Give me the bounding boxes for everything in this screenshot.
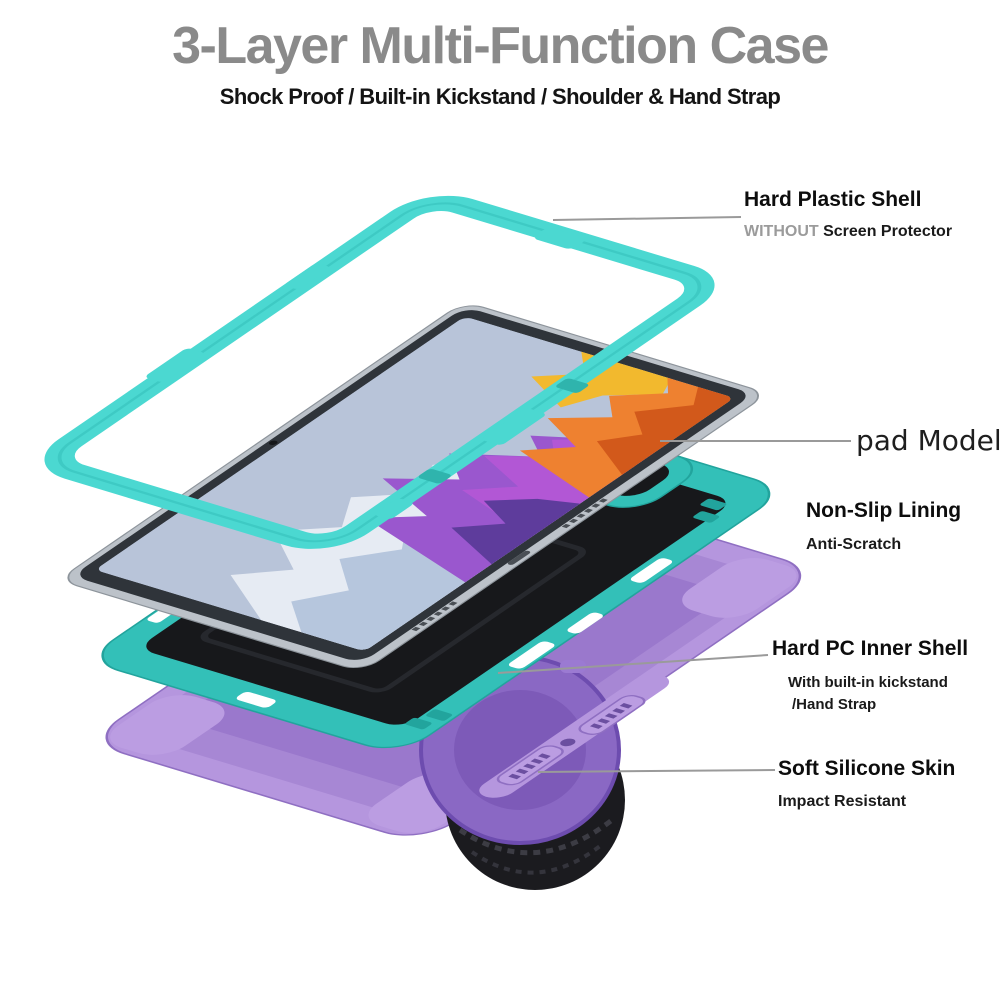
frame-tabs — [146, 228, 585, 519]
callout-lines — [497, 216, 851, 773]
callout-subtitle: Anti-Scratch — [806, 536, 902, 553]
callout-line-hard-plastic-shell — [552, 216, 742, 221]
callout-line-hard-pc-inner-shell — [497, 654, 769, 674]
callout-title: Soft Silicone Skin — [778, 757, 956, 780]
page-title: 3-Layer Multi-Function Case — [172, 17, 829, 75]
callout-subtitle-line2: /Hand Strap — [792, 695, 877, 713]
shell-ribs — [405, 498, 727, 730]
frame-notches — [418, 378, 589, 484]
callout-hard-pc-inner-shell: Hard PC Inner Shell With built-in kickst… — [772, 638, 968, 716]
callout-subtitle: WITHOUT Screen Protector — [744, 224, 952, 240]
screen-protector-words: Screen Protector — [818, 223, 953, 240]
front-camera — [268, 440, 278, 445]
without-word: WITHOUT — [744, 223, 819, 240]
callout-title: Non-Slip Lining — [806, 499, 962, 522]
silicone-skin-front-edge — [479, 674, 670, 798]
callout-title: Hard Plastic Shell — [744, 188, 922, 211]
callout-subtitle: Impact Resistant — [778, 793, 907, 810]
hard-plastic-shell-frame — [44, 195, 715, 549]
callout-subtitle-line1: With built-in kickstand — [788, 674, 948, 691]
callout-hard-plastic-shell: Hard Plastic Shell WITHOUT Screen Protec… — [744, 189, 952, 240]
callout-line-soft-silicone-skin — [537, 769, 776, 773]
callout-title: Hard PC Inner Shell — [772, 637, 969, 660]
callout-non-slip-lining: Non-Slip Lining Anti-Scratch — [806, 500, 961, 553]
callout-soft-silicone-skin: Soft Silicone Skin Impact Resistant — [778, 758, 955, 810]
tablet-edge-ports — [411, 498, 608, 632]
callout-pad-model: pad Model — [856, 424, 1000, 457]
speaker-grille — [496, 695, 646, 786]
page-subtitle: Shock Proof / Built-in Kickstand / Shoul… — [219, 84, 781, 109]
callout-title: pad Model — [856, 424, 1000, 457]
